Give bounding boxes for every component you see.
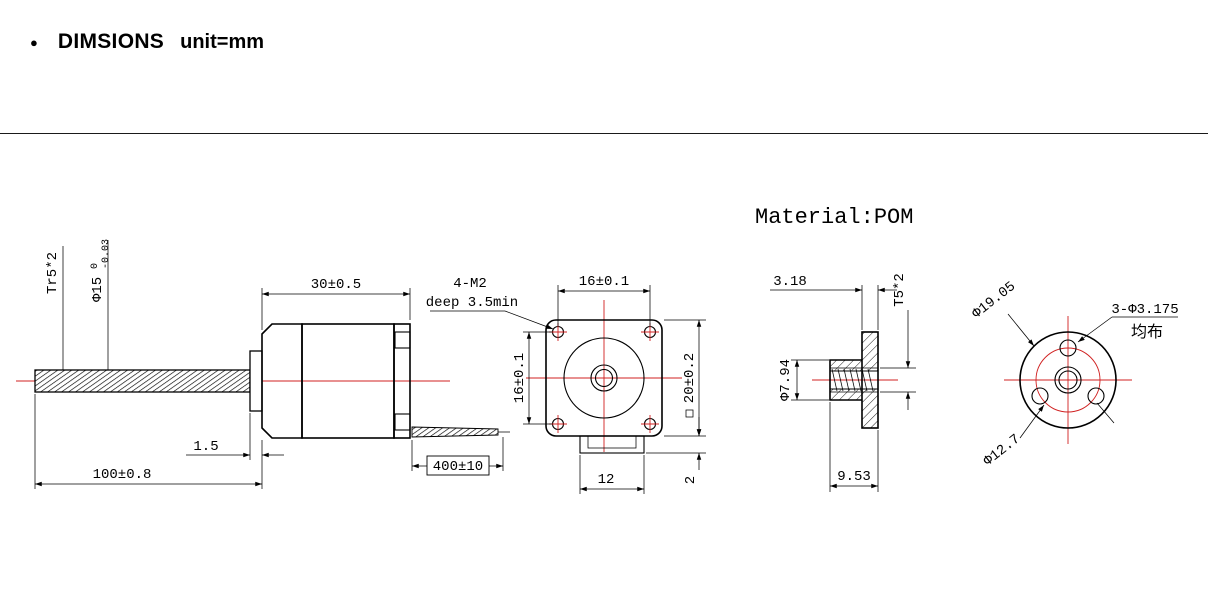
- bullet-icon: ●: [30, 34, 38, 50]
- shaft-minor-circle: [594, 368, 614, 388]
- flange-holes: [1031, 339, 1105, 405]
- nut-front-view: Φ19.05 3-Φ3.175 均布 Φ12.7: [969, 279, 1178, 470]
- hole-spacing-top-dim: 16±0.1: [579, 274, 629, 290]
- nut-side-view: 3.18 T5*2 Φ7.94 9.53: [770, 273, 916, 492]
- leader-line: [1019, 404, 1045, 439]
- thread-major-circle: [1054, 366, 1082, 394]
- pilot-circle: [563, 337, 645, 419]
- pilot-boss: [249, 350, 263, 412]
- screw-length-dim: 100±0.8: [93, 467, 152, 483]
- bolt-circle-dim: Φ12.7: [981, 431, 1024, 469]
- svg-text:Φ12.7: Φ12.7: [981, 431, 1024, 469]
- connector-width-dim: 12: [598, 472, 615, 488]
- cable-length-dim: 400±10: [433, 459, 483, 475]
- tolerance-upper: 0: [90, 263, 101, 269]
- thread-minor-circle: [1058, 370, 1078, 390]
- mount-holes-callout: 4-M2: [453, 276, 487, 292]
- svg-text:Φ19.05: Φ19.05: [969, 279, 1019, 323]
- body-length-dim: 30±0.5: [311, 277, 361, 293]
- mount-tab-top: [394, 331, 411, 349]
- motor-rear-plate: [393, 323, 411, 439]
- connector: [579, 435, 645, 454]
- screw-thread-dim: Tr5*2: [45, 252, 61, 294]
- hub-dia-dim: Φ7.94: [778, 359, 794, 401]
- shaft-circle: [590, 364, 618, 392]
- section-hatching: [830, 332, 878, 428]
- mount-tab-bottom: [394, 413, 411, 431]
- nut-flange: [861, 331, 879, 429]
- material-note: Material:POM: [755, 205, 913, 230]
- motor-front-view: 16±0.1 16±0.1 20±0.2 12: [512, 274, 706, 494]
- svg-text:Φ7.94: Φ7.94: [778, 359, 794, 401]
- total-length-dim: 9.53: [837, 469, 871, 485]
- svg-text:20±0.2: 20±0.2: [682, 353, 698, 403]
- cable: [411, 426, 499, 438]
- leader-line: [504, 310, 554, 330]
- leader-line: [1007, 313, 1035, 347]
- connector-offset-dim: 2: [683, 476, 699, 484]
- nut-thread-dim: T5*2: [892, 273, 908, 307]
- hole-callout: 3-Φ3.175: [1111, 302, 1178, 318]
- svg-text:16±0.1: 16±0.1: [512, 353, 528, 403]
- svg-text:2: 2: [683, 476, 699, 484]
- mount-holes-depth: deep 3.5min: [426, 295, 518, 311]
- dim-label: Φ15: [90, 277, 106, 302]
- drawing-header: ● DIMSIONS unit=mm: [30, 30, 264, 54]
- unit-note: unit=mm: [180, 30, 265, 53]
- leader-line: [1077, 316, 1113, 343]
- body-size-dim: 20±0.2: [682, 353, 698, 403]
- bolt-circle: [1035, 347, 1101, 413]
- dim-frame: [426, 455, 490, 476]
- flange-dia-dim: Φ19.05: [969, 279, 1019, 323]
- connector-inner: [587, 436, 637, 449]
- tolerance-lower: -0.03: [101, 239, 112, 269]
- thread-marks: [831, 368, 874, 392]
- hole-spacing-left-dim: 16±0.1: [512, 353, 528, 403]
- technical-drawing: Tr5*2 Φ15 0 -0.03 30±0.5 4-M2 deep 3.5mi…: [16, 205, 1179, 494]
- step-length-dim: 1.5: [193, 439, 218, 455]
- lead-screw: [34, 369, 251, 393]
- nut-hub: [829, 359, 862, 401]
- hole-note: 均布: [1131, 323, 1163, 342]
- page-title: DIMSIONS: [57, 30, 165, 53]
- motor-side-view: Tr5*2 Φ15 0 -0.03 30±0.5 4-M2 deep 3.5mi…: [16, 239, 554, 489]
- dim-label: Tr5*2: [45, 252, 61, 294]
- flange-outline: [1019, 331, 1117, 429]
- header-divider: [0, 133, 1208, 134]
- flange-thickness-dim: 3.18: [773, 274, 807, 290]
- square-symbol: [685, 409, 694, 418]
- shaft-dia-dim: Φ15 0 -0.03: [90, 239, 112, 302]
- leader-line: [1096, 402, 1115, 424]
- svg-text:T5*2: T5*2: [892, 273, 908, 307]
